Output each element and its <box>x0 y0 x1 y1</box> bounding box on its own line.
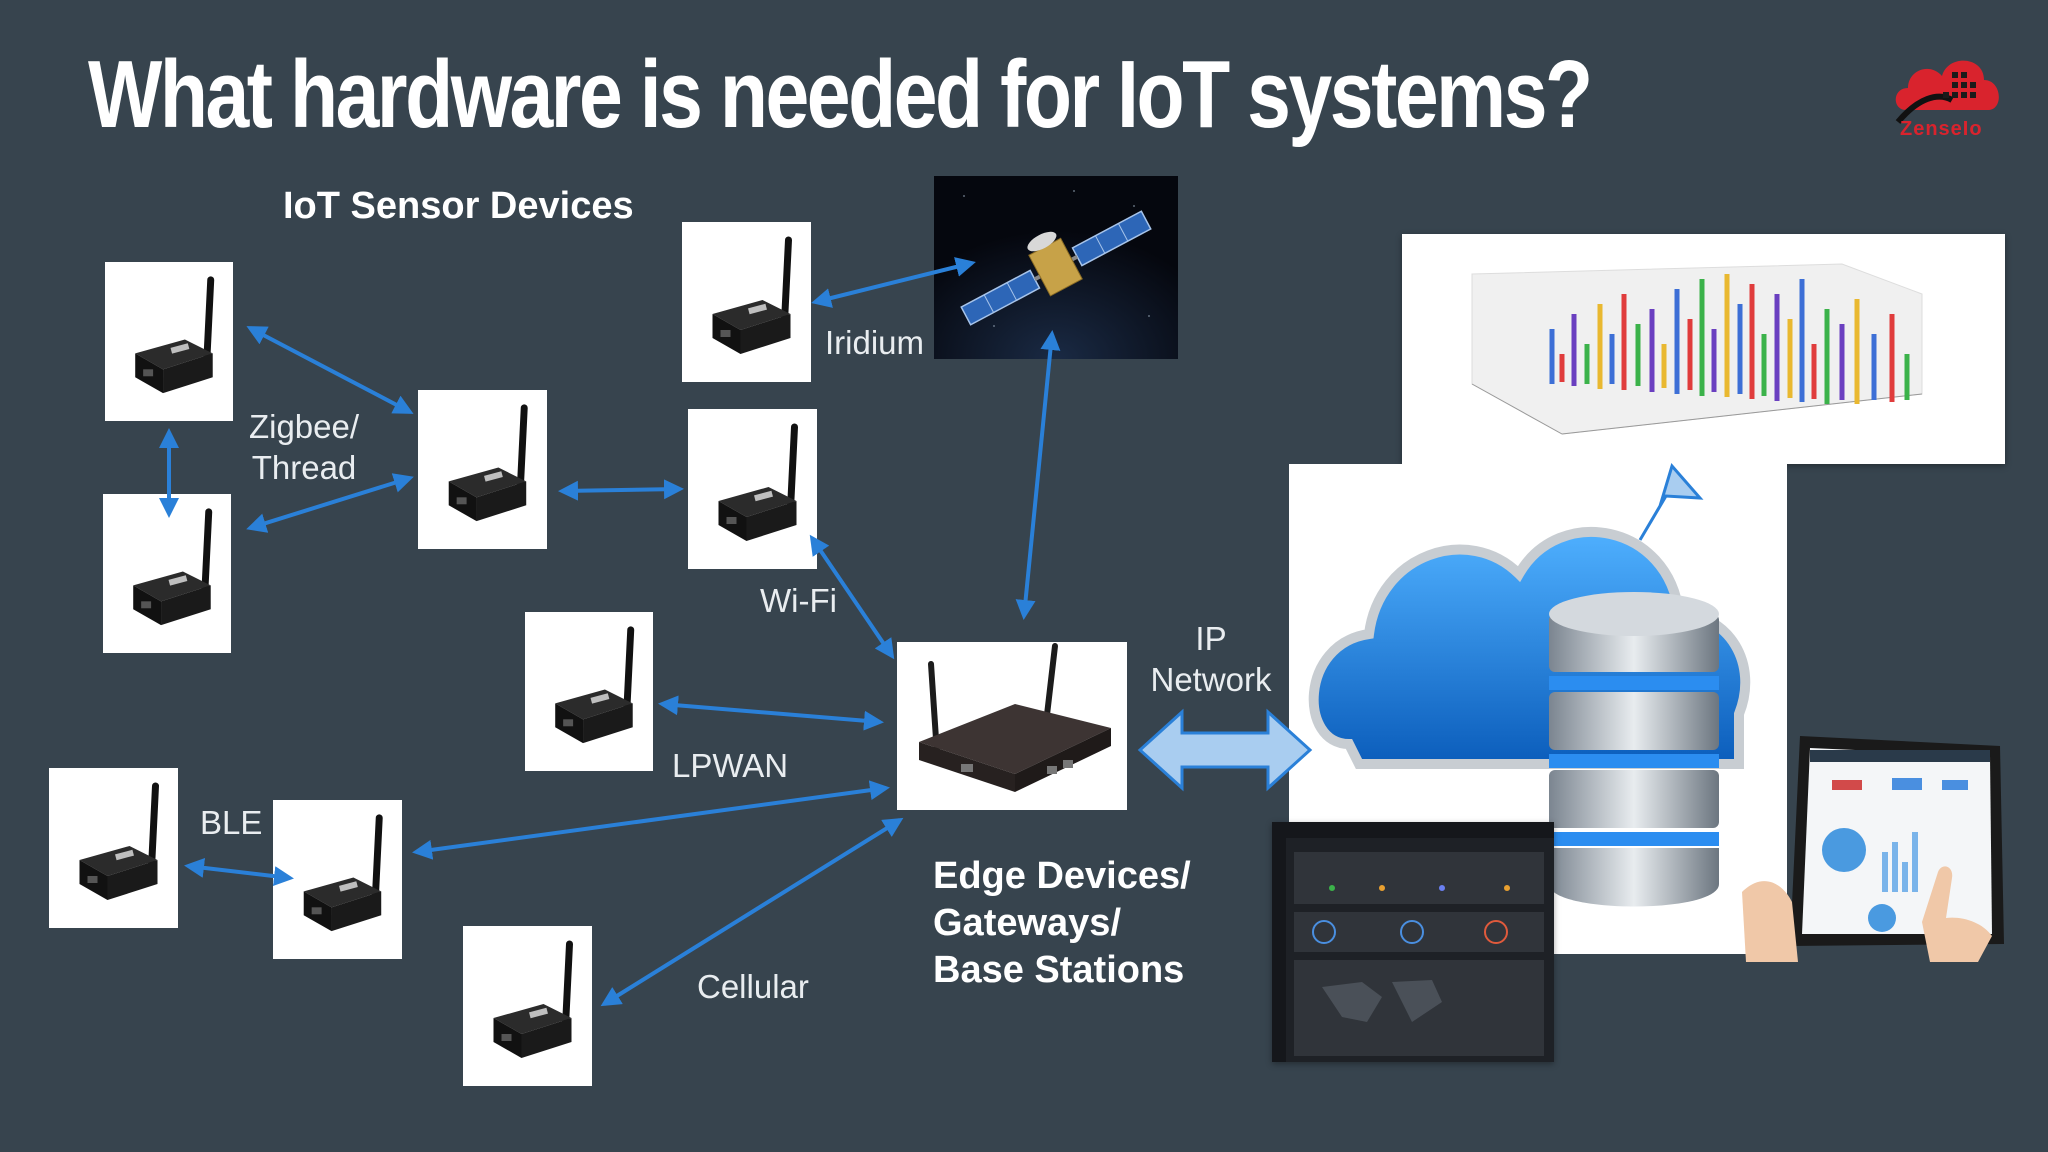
sensor-device-icon <box>135 276 215 394</box>
sensor-device-1 <box>105 262 233 421</box>
cellular-label: Cellular <box>697 968 809 1005</box>
cloud-database-icon <box>1308 526 1751 907</box>
sensor-device-9 <box>463 926 592 1086</box>
sensor-device-6 <box>525 612 653 771</box>
tablet-icon <box>1742 736 2004 962</box>
logo-text: ZenseIo <box>1900 118 1983 140</box>
3d-chart-image <box>1402 234 2005 464</box>
slide-title: What hardware is needed for IoT systems? <box>88 41 1593 148</box>
link-arrow-mesh-wifi <box>558 479 684 501</box>
sensor-device-2 <box>103 494 231 653</box>
sensor-device-5 <box>688 409 817 569</box>
ip-network-double-arrow <box>1137 708 1313 792</box>
iridium-label: Iridium <box>825 324 925 361</box>
sensor-device-icon <box>303 814 383 932</box>
sensor-device-icon <box>133 508 213 626</box>
sensor-device-icon <box>448 404 528 522</box>
ble-label: BLE <box>200 804 263 841</box>
sensor-device-icon <box>718 423 798 541</box>
sensor-device-3 <box>418 390 547 549</box>
sensor-device-icon <box>555 626 635 744</box>
wifi-label: Wi-Fi <box>760 582 837 619</box>
sensor-device-icon <box>79 782 159 900</box>
sensor-device-8 <box>273 800 402 959</box>
sensor-device-icon <box>712 236 792 354</box>
link-arrow-lpwan <box>658 695 884 731</box>
gateway-heading: Edge Devices/ Gateways/ Base Stations <box>933 855 1191 991</box>
sensor-device-4 <box>682 222 811 382</box>
gateway-router-image <box>897 642 1127 810</box>
satellite-icon <box>934 176 1178 359</box>
zigbee-thread-label: Zigbee/Thread <box>248 408 360 486</box>
zenseio-logo: ZenseIo <box>1888 48 2008 144</box>
cloud-logo-icon <box>1895 60 1999 124</box>
sensor-device-7 <box>49 768 178 928</box>
lpwan-label: LPWAN <box>672 747 789 784</box>
link-arrow-ble-gateway <box>412 780 890 860</box>
link-arrow-satellite-gateway <box>1015 330 1061 620</box>
sensor-devices-heading: IoT Sensor Devices <box>283 185 634 227</box>
sensor-device-icon <box>493 940 573 1058</box>
satellite-image <box>934 176 1178 359</box>
dashboard-image <box>1272 822 1554 1062</box>
link-arrow-zigbee-1 <box>246 326 414 414</box>
tablet-image <box>1742 722 2008 964</box>
router-icon <box>919 643 1111 792</box>
